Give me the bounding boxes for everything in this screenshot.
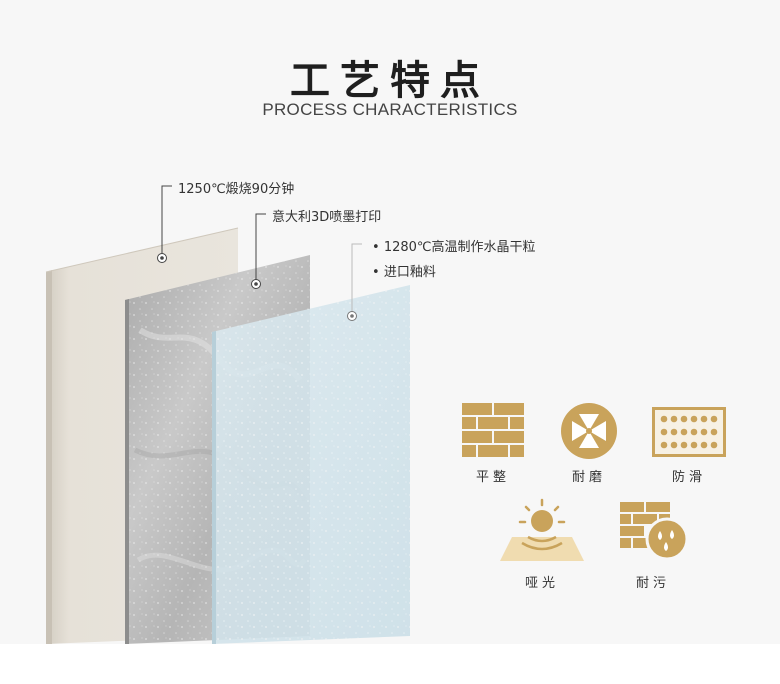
page-title: 工艺特点 — [290, 57, 490, 104]
dotted-grid-icon — [652, 407, 726, 457]
feature-label-flat: 平整 — [475, 470, 510, 485]
callout-glaze-item-2: • 进口釉料 — [372, 265, 436, 280]
feature-label-wear-resistant: 耐磨 — [571, 470, 606, 485]
callout-lines — [161, 185, 362, 316]
sun-surface-icon — [500, 498, 584, 561]
callout-print-text: 意大利3D喷墨打印 — [272, 210, 382, 225]
bottom-band — [0, 644, 780, 684]
callout-glaze-item-1: • 1280℃高温制作水晶干粒 — [372, 240, 536, 255]
fan-circle-icon — [561, 403, 617, 459]
brick-wall-icon — [462, 403, 524, 457]
wall-droplets-icon — [620, 502, 688, 560]
glaze-layer — [212, 285, 410, 644]
page-subtitle: PROCESS CHARACTERISTICS — [262, 100, 518, 119]
feature-label-anti-slip: 防滑 — [671, 470, 706, 485]
callout-glaze-text-1: 1280℃高温制作水晶干粒 — [383, 240, 536, 255]
callout-base-text: 1250℃煅烧90分钟 — [178, 182, 295, 197]
feature-label-matte: 哑光 — [524, 576, 559, 591]
callout-dots — [157, 253, 357, 321]
callout-glaze-text-2: 进口釉料 — [383, 265, 436, 280]
feature-label-stain-resistant: 耐污 — [635, 576, 670, 591]
